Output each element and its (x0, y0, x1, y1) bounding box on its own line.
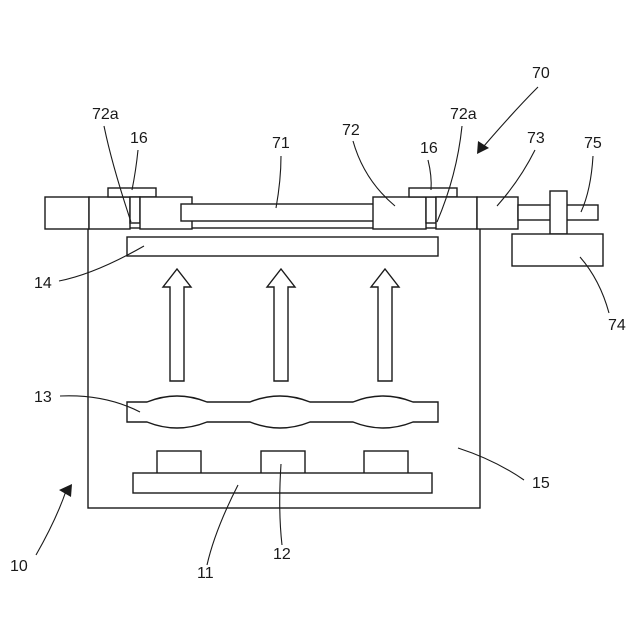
leader-16-right (428, 160, 431, 190)
left-block (89, 197, 130, 229)
arm (477, 197, 518, 229)
label-71: 71 (272, 135, 290, 152)
label-73: 73 (527, 130, 545, 147)
label-16-right: 16 (420, 140, 438, 157)
lens-array (127, 396, 438, 428)
shaft-post (550, 191, 567, 234)
right-block (436, 197, 477, 229)
label-11: 11 (197, 565, 214, 582)
light-source (364, 451, 408, 474)
motor (512, 234, 603, 266)
label-74: 74 (608, 317, 626, 334)
label-14: 14 (34, 275, 52, 292)
base-plate (133, 473, 432, 493)
label-13: 13 (34, 389, 52, 406)
label-10: 10 (10, 558, 28, 575)
leader-72 (353, 141, 395, 206)
window-plate (127, 237, 438, 256)
label-72: 72 (342, 122, 360, 139)
label-15: 15 (532, 475, 550, 492)
leader-75 (581, 156, 593, 212)
label-16-left: 16 (130, 130, 148, 147)
clamp-right (409, 188, 457, 197)
notch-left (130, 197, 140, 223)
label-72a-right: 72a (450, 106, 477, 123)
label-75: 75 (584, 135, 602, 152)
leader-10 (36, 491, 66, 555)
label-72a-left: 72a (92, 106, 119, 123)
notch-right (426, 197, 436, 223)
leader-71 (276, 156, 281, 208)
leader-16-left (132, 150, 138, 190)
holder-right (373, 197, 426, 229)
arrowhead-icon (59, 484, 72, 497)
label-12: 12 (273, 546, 291, 563)
substrate (181, 204, 386, 221)
light-source (261, 451, 305, 474)
label-70: 70 (532, 65, 550, 82)
light-source (157, 451, 201, 474)
left-end-block (45, 197, 89, 229)
